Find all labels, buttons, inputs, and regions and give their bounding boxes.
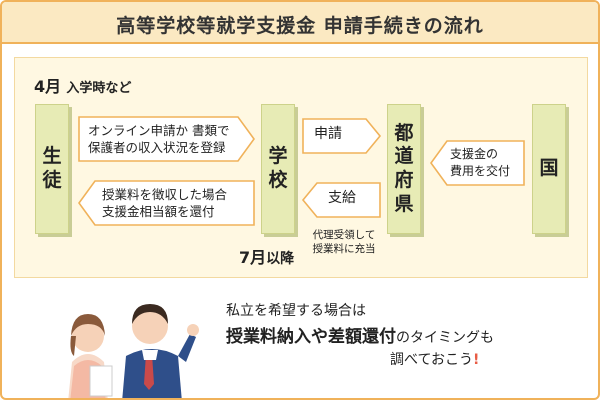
- timing-july-month: 7月: [239, 248, 267, 267]
- students-illustration: [68, 304, 199, 398]
- message-line2-bold: 授業料納入や差額還付: [226, 327, 396, 347]
- page-title: 高等学校等就学支援金 申請手続きの流れ: [116, 15, 484, 37]
- timing-april-sub: 入学時など: [66, 81, 132, 96]
- message-line2-rest: のタイミングも: [396, 330, 494, 346]
- exclamation-mark: !: [473, 352, 480, 368]
- message-line3: 調べておこう!: [390, 349, 479, 369]
- timing-july: 7月以降: [239, 244, 294, 268]
- girl-figure: [68, 314, 113, 398]
- node-country: 国: [532, 104, 566, 234]
- timing-april-month: 4月: [34, 77, 62, 96]
- arrow-apply-online: [78, 116, 255, 162]
- timing-april: 4月 入学時など: [34, 73, 131, 97]
- arrow-refund-text: 授業料を徴収した場合 支援金相当額を還付: [102, 187, 228, 219]
- message-line3-text: 調べておこう: [390, 352, 474, 368]
- timing-july-sub: 以降: [266, 251, 295, 267]
- message-line1: 私立を希望する場合は: [226, 303, 366, 319]
- node-prefecture-label: 都道府県: [394, 121, 414, 215]
- arrow-apply-text: 申請: [314, 126, 342, 142]
- arrow-grant: [430, 140, 525, 186]
- arrow-apply: [302, 118, 382, 154]
- note-proxy: 代理受領して 授業料に充当: [312, 229, 376, 255]
- boy-figure: [122, 304, 199, 398]
- arrow-apply-online-text: オンライン申請か 書類で 保護者の収入状況を登録: [88, 123, 230, 155]
- node-student-label: 生徒: [42, 145, 62, 191]
- node-school-label: 学校: [268, 145, 288, 191]
- node-student: 生徒: [35, 104, 69, 234]
- message-line2: 授業料納入や差額還付のタイミングも: [226, 322, 494, 347]
- arrow-payment: [301, 182, 381, 218]
- node-school: 学校: [261, 104, 295, 234]
- node-country-label: 国: [539, 157, 559, 180]
- arrow-grant-text: 支援金の 費用を交付: [450, 147, 511, 178]
- arrow-refund: [78, 180, 255, 226]
- arrow-payment-text: 支給: [328, 190, 356, 206]
- node-prefecture: 都道府県: [387, 104, 421, 234]
- title-bar: 高等学校等就学支援金 申請手続きの流れ: [2, 2, 598, 44]
